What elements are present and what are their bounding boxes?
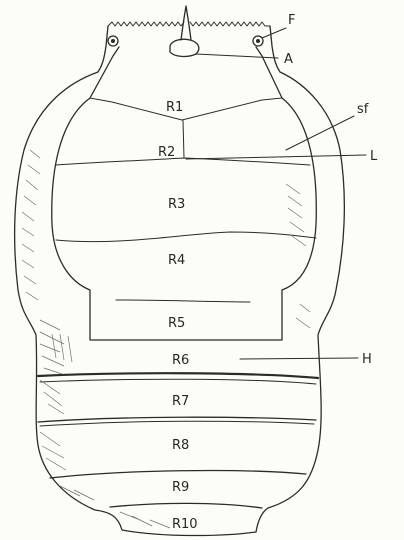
inner-frame (52, 47, 317, 340)
callout-line-L (186, 155, 366, 159)
label-r5: R5 (168, 316, 185, 331)
label-r6: R6 (172, 353, 189, 368)
basal-knob (170, 39, 199, 56)
r1-boundary (90, 98, 282, 120)
label-r2: R2 (158, 145, 175, 160)
callout-A: A (284, 52, 293, 67)
label-r7: R7 (172, 394, 189, 409)
r3-boundary (56, 232, 316, 242)
callout-line-H (240, 358, 358, 359)
median-line (183, 120, 184, 158)
label-r10: R10 (172, 517, 198, 532)
callout-L: L (370, 149, 378, 164)
r2-boundary (56, 158, 310, 165)
median-spine (181, 6, 191, 40)
label-r3: R3 (168, 197, 185, 212)
label-r8: R8 (172, 438, 189, 453)
r4-boundary (116, 300, 250, 302)
r8-r9-arc (50, 471, 306, 478)
r9-r10-arc (110, 503, 262, 508)
label-r9: R9 (172, 480, 189, 495)
label-r4: R4 (168, 253, 185, 268)
r7-r8-line-inner (40, 421, 314, 426)
right-hatching (286, 184, 310, 328)
callout-sf: sf (357, 102, 369, 117)
callout-line-F (262, 28, 286, 38)
callout-line-A (196, 54, 278, 58)
label-r1: R1 (166, 100, 183, 115)
callout-H: H (362, 352, 372, 367)
callout-F: F (288, 13, 295, 28)
r6-r7-band-inner (40, 379, 316, 384)
callout-line-sf (286, 116, 354, 150)
r6-r7-band (38, 373, 318, 378)
